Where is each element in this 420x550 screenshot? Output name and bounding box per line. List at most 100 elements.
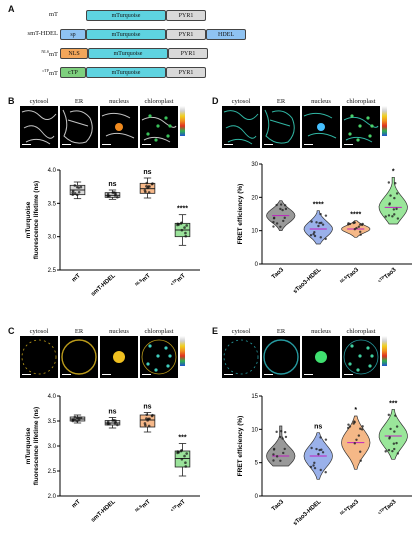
data-point: [310, 220, 313, 223]
data-point: [184, 465, 188, 468]
data-point: [114, 193, 117, 196]
data-point: [312, 464, 315, 467]
y-axis-label: mTurquoise: [25, 201, 32, 238]
scale-bar: [344, 374, 353, 375]
micrograph-cytosol: [20, 336, 58, 378]
construct-part: HDEL: [206, 29, 246, 40]
data-point: [359, 223, 362, 226]
data-point: [179, 222, 183, 225]
data-point: [359, 230, 362, 234]
significance-label: ns: [143, 404, 151, 411]
data-point: [180, 228, 184, 232]
construct-name: NLSmT: [41, 49, 58, 59]
data-point: [319, 212, 322, 216]
violin: [378, 408, 408, 460]
construct-part: NLS: [60, 48, 88, 59]
data-point: [359, 459, 362, 462]
compartment-label: nucleus: [109, 328, 129, 335]
data-point: [145, 417, 148, 420]
scale-bar: [142, 144, 151, 145]
category-label: NLSmT: [134, 271, 152, 289]
data-point: [79, 416, 83, 420]
data-point: [346, 426, 350, 430]
data-point: [146, 419, 149, 422]
significance-label: *: [392, 168, 395, 175]
micrograph-ER: [262, 336, 300, 378]
construct-part: mTurquoise: [86, 67, 166, 78]
significance-label: ****: [177, 206, 188, 213]
data-point: [317, 224, 320, 228]
data-point: [73, 184, 77, 187]
data-point: [396, 217, 400, 220]
data-point: [177, 223, 180, 226]
data-point: [150, 182, 154, 186]
panel-b-label: B: [8, 96, 15, 106]
y-tick-label: 2.0: [48, 494, 57, 500]
compartment-label: ER: [276, 328, 286, 335]
data-point: [279, 225, 282, 228]
micrograph-ER: [60, 336, 98, 378]
data-point: [317, 452, 320, 456]
data-point: [114, 420, 117, 424]
y-axis-label: fluorescence lifetime (ns): [33, 181, 40, 259]
data-point: [353, 420, 356, 423]
data-point: [396, 452, 400, 455]
data-point: [183, 226, 186, 229]
data-point: [75, 419, 79, 423]
panel-a-label: A: [8, 4, 15, 14]
data-point: [321, 223, 325, 226]
data-point: [357, 225, 361, 228]
data-point: [355, 226, 358, 230]
data-point: [284, 207, 288, 211]
significance-label: ****: [350, 212, 361, 219]
construct-name: cTPmT: [42, 68, 58, 78]
data-point: [313, 466, 317, 470]
micrograph-cytosol: [222, 336, 260, 378]
data-point: [116, 423, 119, 427]
data-point: [281, 208, 284, 212]
data-point: [73, 192, 77, 195]
data-point: [392, 208, 396, 211]
micrograph-chloroplast: [140, 336, 178, 378]
data-point: [313, 461, 316, 465]
y-tick-label: 15: [251, 394, 258, 400]
scale-bar: [224, 374, 233, 375]
scale-bar: [264, 144, 273, 145]
significance-label: ns: [108, 409, 116, 416]
compartment-label: ER: [74, 98, 84, 105]
data-point: [352, 422, 355, 425]
violin: [378, 176, 408, 225]
construct-part: cTP: [60, 67, 86, 78]
data-point: [393, 447, 396, 451]
data-point: [283, 447, 286, 451]
data-point: [388, 202, 391, 205]
data-point: [313, 234, 317, 238]
category-label: smT-HDEL: [90, 499, 117, 524]
data-point: [319, 236, 322, 239]
data-point: [108, 422, 111, 426]
data-point: [321, 451, 325, 454]
scale-bar: [264, 374, 273, 375]
data-point: [324, 237, 327, 241]
data-point: [283, 216, 286, 220]
data-point: [279, 429, 283, 433]
y-tick-label: 10: [251, 427, 258, 433]
scale-bar: [102, 144, 111, 145]
data-point: [357, 434, 361, 437]
category-label: NLSTao3: [339, 497, 361, 518]
data-point: [359, 233, 362, 236]
data-point: [150, 414, 154, 418]
data-point: [324, 214, 328, 217]
data-point: [394, 182, 397, 185]
category-label: smT-HDEL: [90, 273, 117, 298]
y-axis-label: FRET efficiency (%): [237, 184, 244, 245]
data-point: [395, 425, 399, 428]
category-label: cTPTao3: [377, 265, 398, 285]
data-point: [387, 214, 391, 217]
